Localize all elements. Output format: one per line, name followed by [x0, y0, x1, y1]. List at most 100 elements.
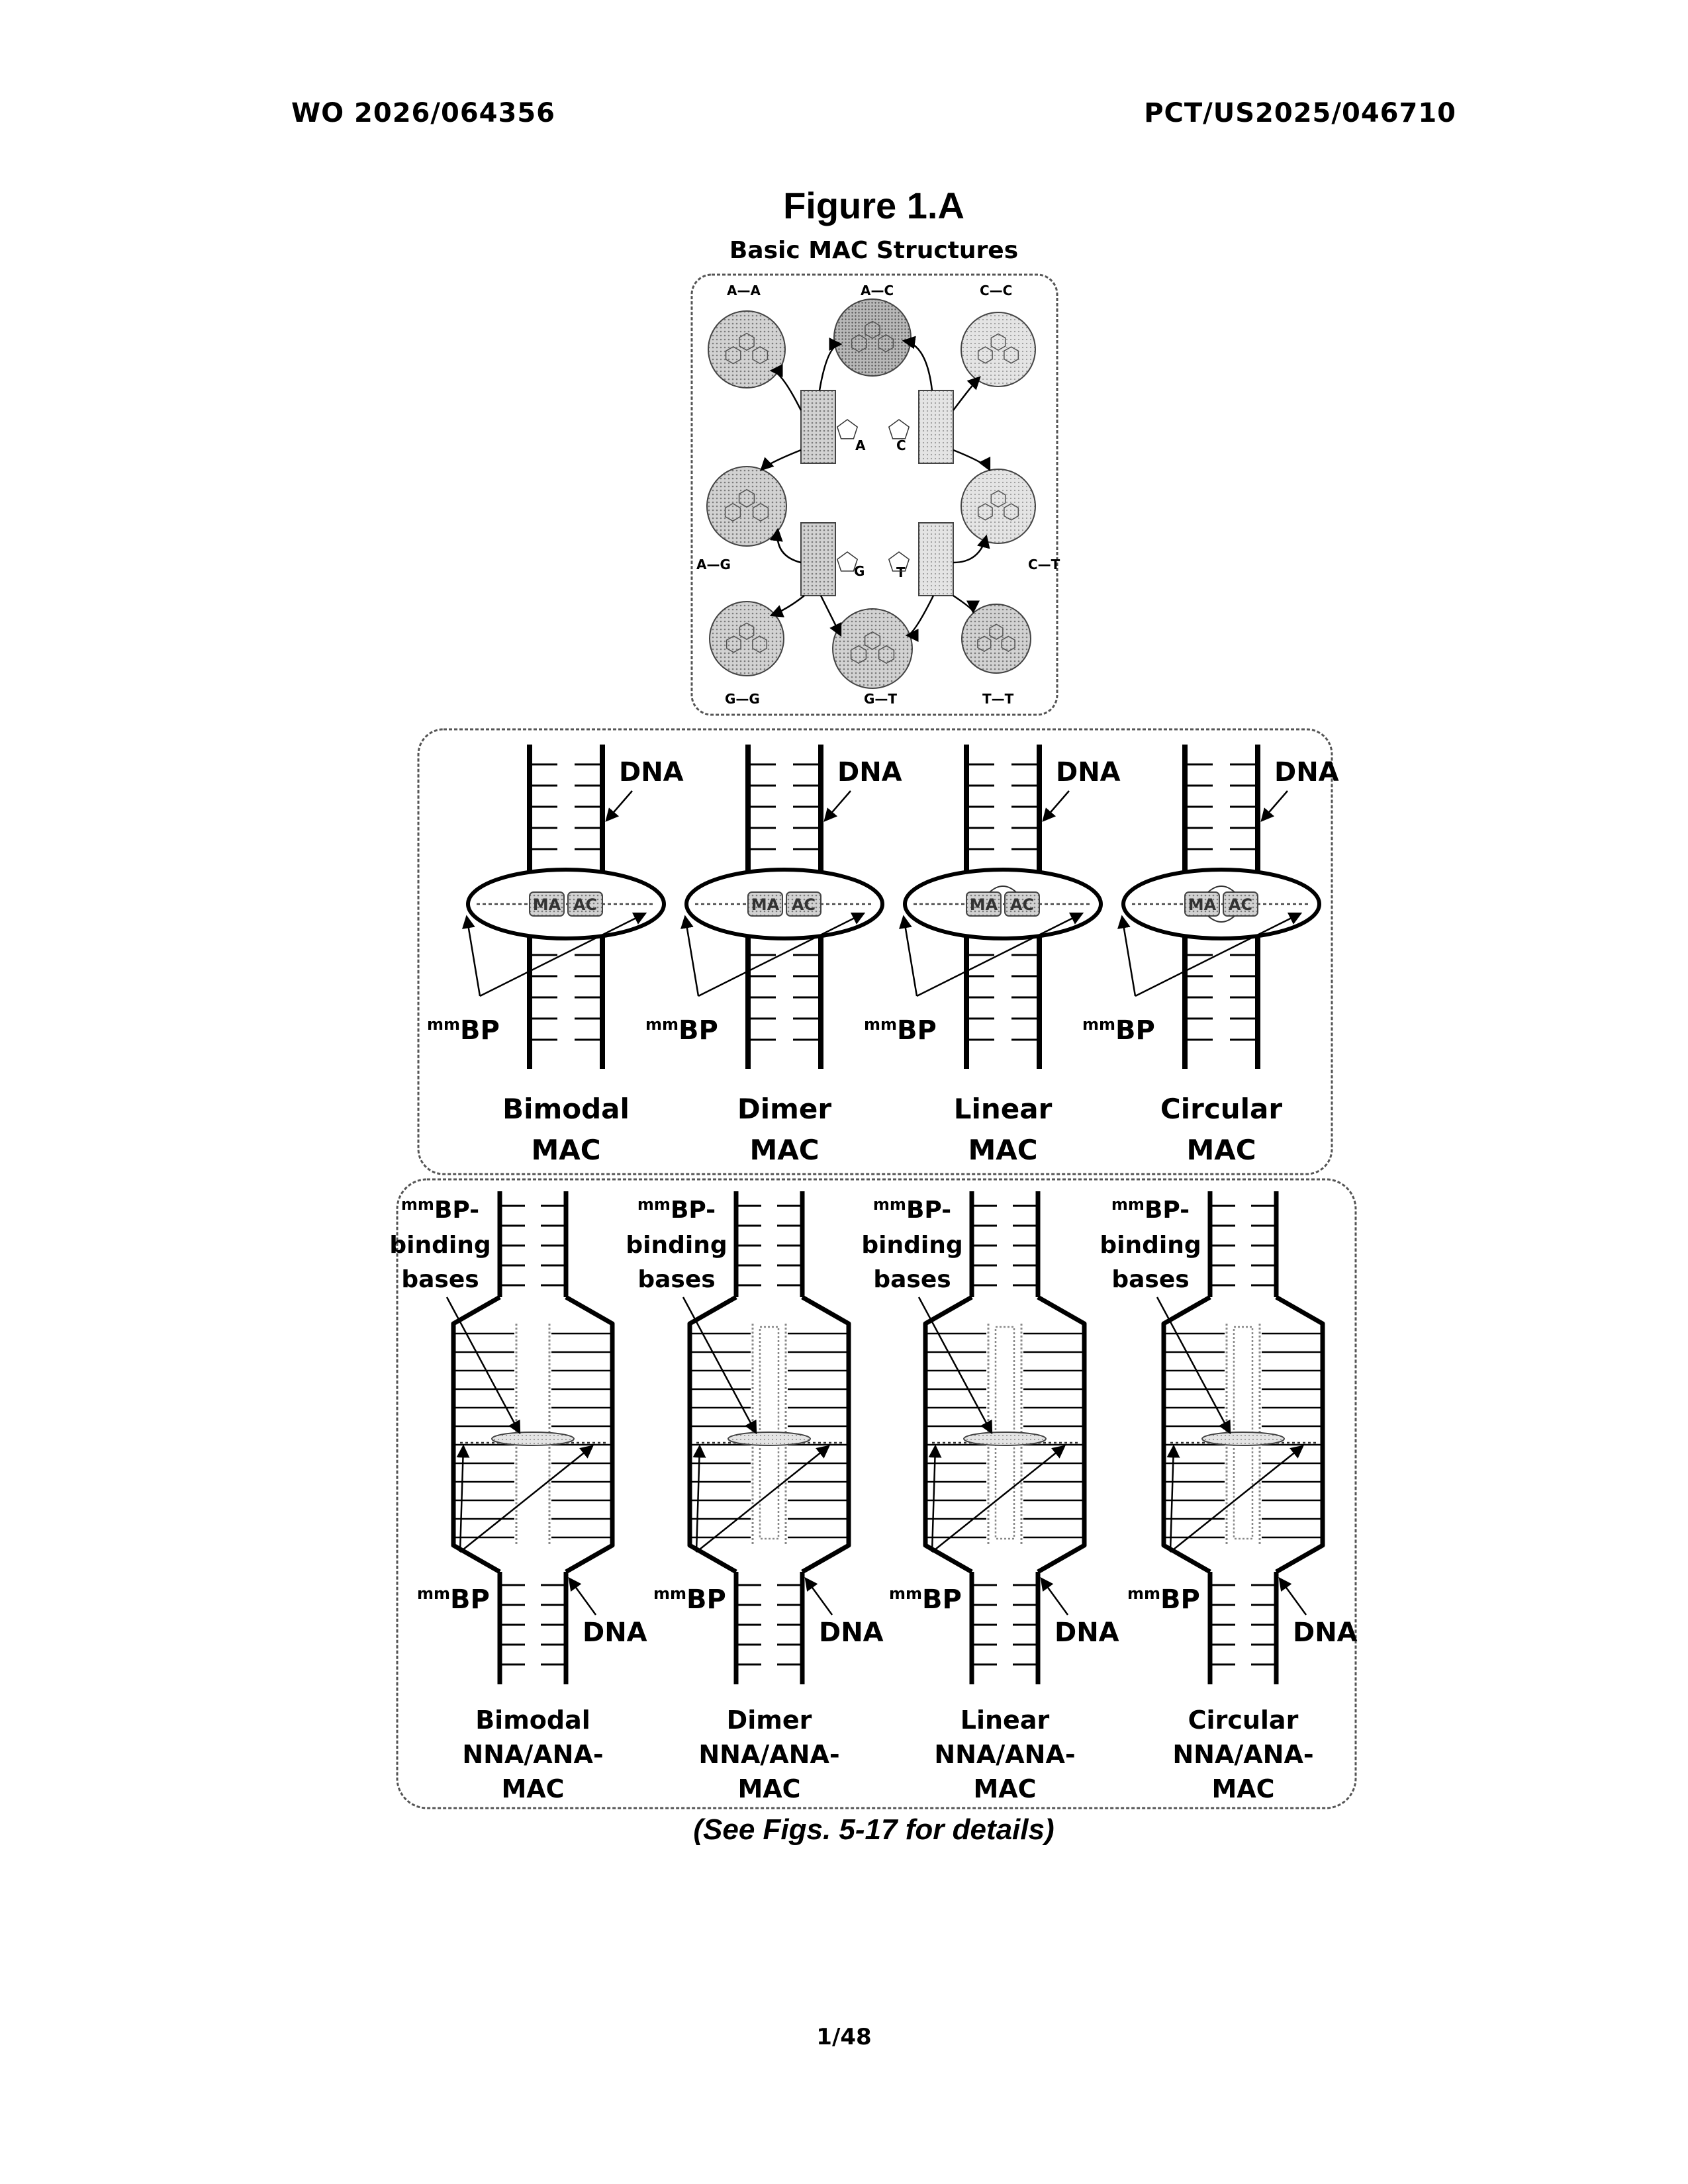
- mmbp-superscript: mm: [1111, 1195, 1145, 1214]
- binding-label-line1: mmBP-: [873, 1195, 951, 1224]
- mmbp-superscript: mm: [873, 1195, 906, 1214]
- figure-caption: (See Figs. 5-17 for details): [0, 1813, 1688, 1846]
- molecule-disc: [708, 311, 785, 388]
- dna-pointer: [606, 791, 632, 821]
- binding-label-line1: mmBP-: [1111, 1195, 1190, 1224]
- structure-type-line1: NNA/ANA-: [462, 1740, 603, 1769]
- structure-type-line1: NNA/ANA-: [934, 1740, 1075, 1769]
- mac-text-left: MA: [970, 895, 998, 914]
- binding-label-line3: bases: [401, 1266, 479, 1293]
- mmbp-base: BP: [897, 1015, 937, 1046]
- pair-label-0: A—A: [727, 283, 761, 298]
- binding-label-line2: binding: [389, 1232, 491, 1259]
- mmbp-base: BP: [1160, 1584, 1200, 1615]
- mmbp-superscript: mm: [653, 1584, 686, 1603]
- dna-label: DNA: [619, 757, 684, 788]
- structure-name: Bimodal: [502, 1093, 630, 1125]
- mac-text-right: AC: [792, 895, 816, 914]
- base-block-3: [919, 523, 953, 596]
- dna-pointer: [806, 1578, 832, 1615]
- mmbp-pointer-right: [696, 1446, 829, 1552]
- mac-structure-2: MAACDNAmmBPLinearMAC: [864, 745, 1121, 1166]
- reaction-arrow-10: [907, 596, 933, 635]
- mmbp-base: BP: [1115, 1015, 1155, 1046]
- reaction-arrow-5: [953, 450, 990, 470]
- nna-ana-mac-structure-3: mmBP-bindingbasesmmBPDNACircularNNA/ANA-…: [1100, 1191, 1357, 1803]
- structure-type: MAC: [531, 1134, 600, 1166]
- base-ring-2: [837, 552, 857, 571]
- structure-type: MAC: [1186, 1134, 1256, 1166]
- mmbp-pointer-left: [1170, 1446, 1174, 1552]
- pair-label-1: A—C: [861, 283, 894, 298]
- mac-text-left: MA: [1188, 895, 1217, 914]
- mac-structure-3: MAACDNAmmBPCircularMAC: [1082, 745, 1339, 1166]
- dna-pointer: [1280, 1578, 1306, 1615]
- base-block-1: [919, 390, 953, 463]
- mac-structure-1: MAACDNAmmBPDimerMAC: [645, 745, 902, 1166]
- mmbp-pointer-left: [685, 917, 698, 996]
- dna-label: DNA: [1293, 1617, 1358, 1648]
- mmbp-base: BP: [679, 1015, 718, 1046]
- mmbp-pointer-left: [460, 1446, 463, 1552]
- binding-label-line3: bases: [873, 1266, 951, 1293]
- mmbp-label: mmBP: [1127, 1584, 1200, 1615]
- structure-type-line2: MAC: [501, 1774, 564, 1803]
- dna-pointer: [1041, 1578, 1068, 1615]
- base-block-2: [801, 523, 835, 596]
- mmbp-binding-ellipse: [728, 1432, 810, 1445]
- molecule-disc: [833, 609, 912, 688]
- mmbp-pointer-left: [904, 917, 917, 996]
- mac-text-right: AC: [1010, 895, 1034, 914]
- binding-label-line1: mmBP-: [401, 1195, 479, 1224]
- mmbp-label: mmBP: [653, 1584, 726, 1615]
- nna-ana-mac-structure-1: mmBP-bindingbasesmmBPDNADimerNNA/ANA-MAC: [626, 1191, 883, 1803]
- structure-name: Linear: [961, 1706, 1050, 1735]
- structure-name: Dimer: [727, 1706, 812, 1735]
- mmbp-binding-ellipse: [1202, 1432, 1284, 1445]
- mmbp-superscript: mm: [637, 1195, 671, 1214]
- panel-basic-mac-structures: A—AA—CC—CA—GC—TG—GG—TT—TACGT: [692, 275, 1060, 715]
- mmbp-pointer-right: [1170, 1446, 1303, 1552]
- reaction-arrow-0: [771, 371, 801, 410]
- panel-nna-ana-mac-structures: mmBP-bindingbasesmmBPDNABimodalNNA/ANA-M…: [389, 1179, 1357, 1808]
- mac-text-right: AC: [573, 895, 597, 914]
- mmbp-label: mmBP: [1082, 1015, 1155, 1046]
- mmbp-binding-ellipse: [964, 1432, 1046, 1445]
- molecule-disc: [707, 467, 786, 546]
- binding-pointer: [683, 1297, 756, 1433]
- base-label-3: T: [896, 565, 906, 580]
- mmbp-superscript: mm: [1127, 1584, 1160, 1603]
- mmbp-label: mmBP: [864, 1015, 937, 1046]
- structure-type-line2: MAC: [1211, 1774, 1274, 1803]
- base-label-1: C: [896, 437, 906, 453]
- mmbp-base: BP: [460, 1015, 500, 1046]
- panel-mac-dna-structures: MA AC DNA mmBP BimodalMAC MA AC DNA mmBP DimerMAC…: [418, 729, 1339, 1174]
- mac-text-right: AC: [1229, 895, 1252, 914]
- pair-label-3: A—G: [696, 557, 731, 572]
- reaction-arrow-3: [953, 377, 980, 410]
- structure-name: Dimer: [737, 1093, 832, 1125]
- structure-type-line2: MAC: [973, 1774, 1036, 1803]
- molecule-disc: [962, 604, 1031, 673]
- dna-pointer: [1043, 791, 1069, 821]
- structure-name: Bimodal: [475, 1706, 590, 1735]
- mmbp-superscript: mm: [889, 1584, 922, 1603]
- pair-label-2: C—C: [980, 283, 1012, 298]
- base-block-0: [801, 390, 835, 463]
- molecule-disc: [834, 299, 911, 376]
- pair-label-5: G—G: [725, 691, 760, 707]
- binding-base: BP-: [434, 1197, 479, 1224]
- dna-label: DNA: [1055, 1617, 1119, 1648]
- molecule-disc: [961, 312, 1035, 387]
- dna-pointer: [1262, 791, 1288, 821]
- base-label-0: A: [855, 437, 866, 453]
- mmbp-pointer-left: [1122, 917, 1135, 996]
- base-ring-1: [889, 420, 909, 439]
- nna-ana-mac-structure-0: mmBP-bindingbasesmmBPDNABimodalNNA/ANA-M…: [389, 1191, 647, 1803]
- dna-label: DNA: [837, 757, 902, 788]
- reaction-arrow-6: [777, 529, 801, 563]
- dna-label: DNA: [819, 1617, 884, 1648]
- binding-base: BP-: [1145, 1197, 1190, 1224]
- mmbp-label: mmBP: [427, 1015, 500, 1046]
